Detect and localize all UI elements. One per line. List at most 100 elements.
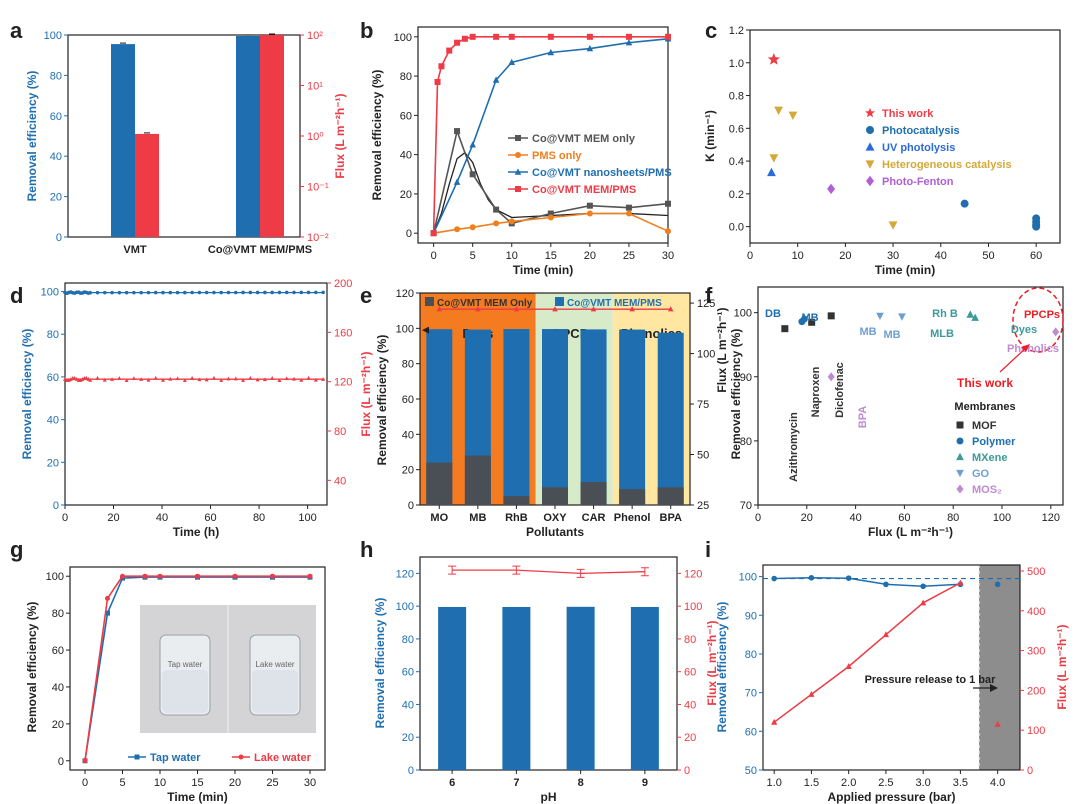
f-point-label: MLB — [930, 328, 954, 340]
d-point — [248, 290, 253, 295]
f-legend-label: MOF — [972, 420, 997, 432]
panel-label-g: g — [10, 537, 23, 562]
e-flux-point — [552, 306, 558, 312]
d-point — [124, 378, 129, 383]
b-legend-label: Co@VMT nanosheets/PMS — [532, 167, 672, 179]
a-left-tick-label: 100 — [44, 30, 62, 42]
a-bar-removal — [236, 36, 260, 238]
f-x-tick-label: 60 — [898, 512, 910, 524]
e-flux-point — [436, 306, 443, 312]
h-right-tick-label: 60 — [684, 667, 696, 679]
g-point — [195, 573, 200, 579]
d-point — [292, 290, 296, 295]
g-point — [232, 573, 238, 579]
e-left-tick-label: 100 — [396, 323, 414, 335]
e-flux-point — [667, 306, 674, 312]
d-x-tick-label: 80 — [253, 512, 265, 524]
d-point — [204, 290, 209, 295]
g-point — [307, 573, 313, 579]
i-plot-frame — [762, 564, 1021, 771]
e-category-label: MO — [430, 512, 448, 524]
c-left-tick-label: 0.4 — [729, 156, 744, 168]
b-point — [469, 33, 476, 40]
d-point — [110, 290, 114, 295]
i-x-tick-label: 1.5 — [804, 777, 819, 789]
d-point — [86, 376, 91, 381]
e-y-axis-label: Removal efficiency (%) — [375, 335, 389, 466]
d-point — [88, 290, 93, 295]
d-point — [241, 378, 246, 382]
d-point — [161, 377, 165, 382]
b-left-tick-label: 20 — [400, 189, 412, 201]
c-legend-label: Photocatalysis — [882, 125, 960, 137]
d-point — [139, 377, 144, 381]
a-y-axis-label: Removal efficiency (%) — [25, 71, 39, 202]
f-left-tick-label: 80 — [740, 436, 752, 448]
d-point — [168, 290, 173, 295]
d-point — [321, 377, 326, 381]
d-point — [183, 290, 187, 295]
f-x-tick-label: 40 — [849, 512, 861, 524]
g-left-tick-label: 20 — [52, 719, 64, 731]
c-left-tick-label: 0.8 — [729, 91, 744, 103]
d-point — [102, 377, 107, 382]
f-x-axis-label: Flux (L m⁻²h⁻¹) — [868, 525, 953, 539]
f-y-axis-label-inner: Flux (L m⁻²h⁻¹) — [715, 307, 729, 392]
d-point — [66, 378, 71, 382]
b-point — [547, 214, 554, 221]
d-right-tick-label: 160 — [334, 327, 352, 339]
h-flux-line — [452, 569, 645, 575]
d-point — [102, 290, 107, 295]
e-left-tick-label: 80 — [402, 359, 414, 371]
c-legend-marker — [865, 142, 875, 151]
h-y-axis-label-right: Flux (L m⁻²h⁻¹) — [705, 620, 719, 705]
panel-label-e: e — [360, 283, 372, 308]
b-point — [469, 141, 476, 148]
a-left-tick-label: 60 — [50, 111, 62, 123]
i-point — [957, 579, 964, 586]
d-point — [78, 378, 83, 382]
e-bar-mem-only — [426, 462, 453, 505]
h-right-tick-label: 40 — [684, 699, 696, 711]
c-legend-label: UV photolysis — [882, 142, 955, 154]
d-left-tick-label: 60 — [47, 372, 59, 384]
f-y-axis-label: Removal efficiency (%) — [729, 329, 743, 460]
panel-label-a: a — [10, 18, 23, 43]
b-point — [625, 33, 632, 40]
d-point — [68, 377, 73, 381]
d-point — [175, 376, 180, 381]
a-left-tick-label: 80 — [50, 70, 62, 82]
d-x-tick-label: 40 — [156, 512, 168, 524]
d-y-axis-label-right: Flux (L m⁻²h⁻¹) — [359, 351, 373, 436]
h-category-label: 7 — [513, 777, 519, 789]
f-x-tick-label: 80 — [947, 512, 959, 524]
d-point — [153, 375, 158, 380]
g-point — [105, 610, 110, 616]
b-point — [586, 210, 593, 217]
a-left-tick-label: 0 — [56, 232, 62, 244]
g-left-tick-label: 60 — [52, 645, 64, 657]
a-bar-removal — [111, 44, 135, 238]
b-x-axis-label: Time (min) — [513, 263, 573, 277]
e-category-label: Phenol — [614, 512, 651, 524]
c-x-tick-label: 50 — [982, 250, 994, 262]
a-category-label: VMT — [123, 244, 147, 256]
f-legend-title: Membranes — [954, 401, 1015, 413]
c-left-tick-label: 1.0 — [729, 58, 744, 70]
e-category-label: MB — [469, 512, 486, 524]
b-point — [430, 230, 437, 237]
f-x-tick-label: 20 — [801, 512, 813, 524]
i-point — [771, 575, 777, 582]
d-point — [284, 376, 289, 381]
f-point-label: Rh B — [932, 308, 958, 320]
h-x-axis-label: pH — [541, 790, 557, 804]
a-left-tick-label: 20 — [50, 192, 62, 204]
d-right-tick-label: 40 — [334, 475, 346, 487]
h-bar-removal — [630, 606, 659, 770]
f-left-tick-label: 90 — [740, 372, 752, 384]
d-point — [233, 290, 238, 295]
e-category-label: OXY — [543, 512, 567, 524]
h-bar-removal — [566, 606, 595, 770]
d-point — [321, 290, 325, 295]
